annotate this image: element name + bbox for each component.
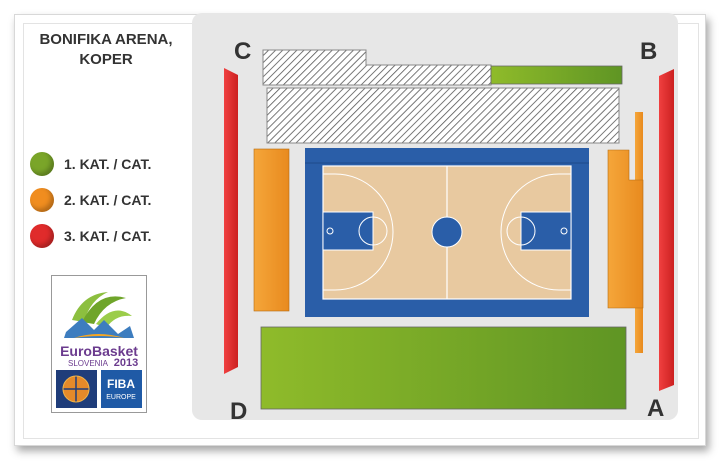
corner-label-c: C bbox=[234, 38, 252, 65]
section-right-cat2 bbox=[607, 149, 644, 309]
cat1-color-dot bbox=[30, 152, 54, 176]
section-top-hatched-2 bbox=[266, 87, 620, 144]
eurobasket-logo: EuroBasket SLOVENIA 2013 FIBA EUROPE bbox=[51, 275, 147, 413]
legend-label-cat2: 2. KAT. / CAT. bbox=[64, 192, 152, 208]
eurobasket-logo-graphic: EuroBasket SLOVENIA 2013 FIBA EUROPE bbox=[56, 292, 142, 408]
svg-text:EuroBasket: EuroBasket bbox=[60, 343, 138, 359]
arena-seating-diagram bbox=[224, 49, 674, 410]
section-top-cat1 bbox=[490, 65, 623, 85]
arena-map-panel bbox=[192, 13, 678, 420]
venue-title-line1: BONIFIKA ARENA, bbox=[39, 31, 173, 48]
svg-text:FIBA: FIBA bbox=[107, 377, 135, 391]
corner-label-d: D bbox=[230, 398, 248, 425]
legend-label-cat3: 3. KAT. / CAT. bbox=[64, 228, 152, 244]
venue-title: BONIFIKA ARENA, KOPER bbox=[26, 30, 186, 70]
svg-text:2013: 2013 bbox=[114, 357, 138, 369]
corner-label-a: A bbox=[647, 395, 665, 422]
legend-item-cat2: 2. KAT. / CAT. bbox=[30, 187, 151, 213]
section-right-cat3 bbox=[659, 69, 674, 391]
legend-item-cat1: 1. KAT. / CAT. bbox=[30, 151, 151, 177]
corner-label-b: B bbox=[640, 38, 658, 65]
svg-text:SLOVENIA: SLOVENIA bbox=[68, 359, 109, 368]
legend-label-cat1: 1. KAT. / CAT. bbox=[64, 156, 152, 172]
legend-item-cat3: 3. KAT. / CAT. bbox=[30, 223, 151, 249]
cat2-color-dot bbox=[30, 188, 54, 212]
basketball-court bbox=[305, 148, 589, 317]
svg-text:EUROPE: EUROPE bbox=[106, 394, 136, 401]
section-left-cat3 bbox=[224, 68, 238, 374]
section-bottom-cat1 bbox=[260, 326, 627, 410]
section-top-hatched-1 bbox=[262, 49, 492, 86]
venue-title-line2: KOPER bbox=[79, 51, 133, 68]
section-left-cat2 bbox=[253, 148, 290, 312]
emblem-icon bbox=[64, 292, 134, 338]
cat3-color-dot bbox=[30, 224, 54, 248]
